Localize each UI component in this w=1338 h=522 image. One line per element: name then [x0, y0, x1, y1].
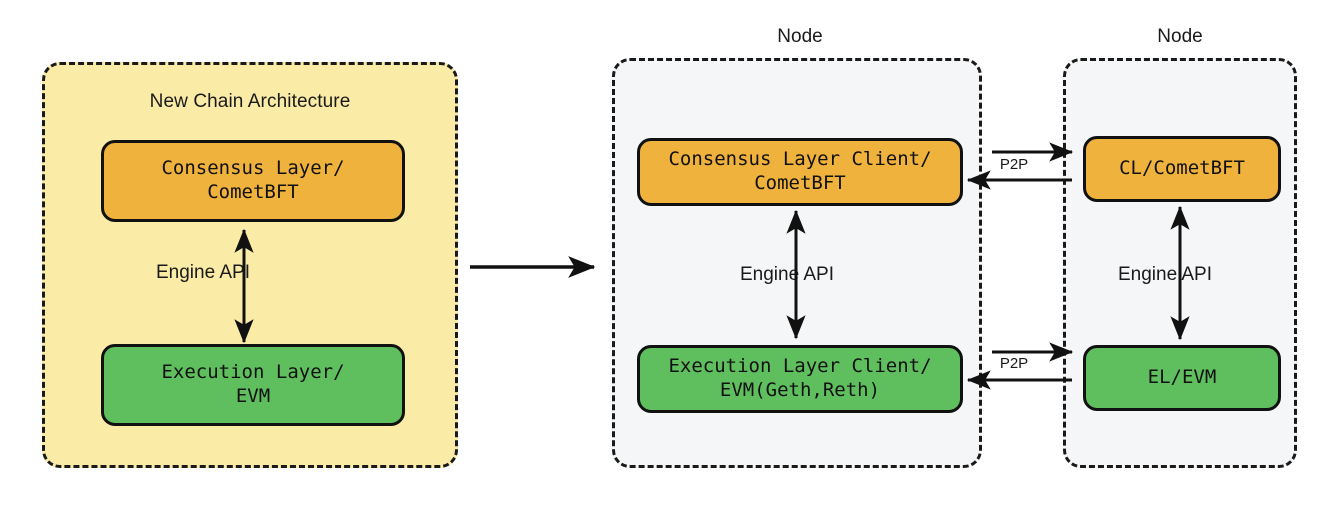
engine-api-label-right: Engine API — [1117, 264, 1213, 285]
execution-layer-box: Execution Layer/ EVM — [101, 344, 405, 426]
engine-api-label-left: Engine API — [155, 262, 251, 283]
right-node-panel: CL/CometBFT EL/EVM Engine API — [1063, 58, 1297, 468]
engine-api-label-middle: Engine API — [739, 264, 835, 285]
consensus-layer-box: Consensus Layer/ CometBFT — [101, 140, 405, 222]
execution-layer-client-box: Execution Layer Client/ EVM(Geth,Reth) — [637, 345, 963, 413]
p2p-label-consensus: P2P — [999, 156, 1029, 173]
node-caption-right: Node — [1157, 26, 1203, 47]
cl-cometbft-box: CL/CometBFT — [1083, 136, 1281, 202]
node-caption-middle: Node — [777, 26, 823, 47]
consensus-layer-client-box: Consensus Layer Client/ CometBFT — [637, 138, 963, 206]
el-evm-box: EL/EVM — [1083, 345, 1281, 411]
p2p-label-execution: P2P — [999, 355, 1029, 372]
new-chain-architecture-panel: New Chain Architecture Consensus Layer/ … — [42, 62, 458, 468]
middle-node-panel: Consensus Layer Client/ CometBFT Executi… — [612, 58, 982, 468]
panel-title: New Chain Architecture — [149, 91, 351, 112]
